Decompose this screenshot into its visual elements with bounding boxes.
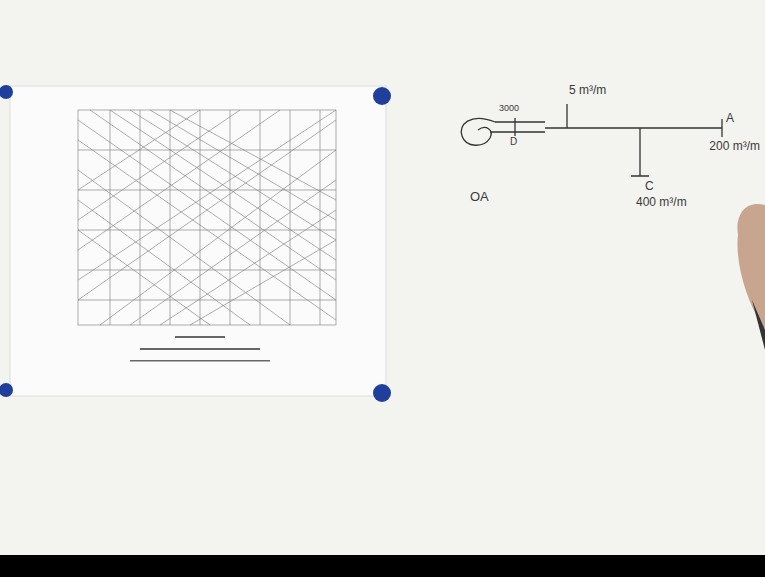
outlet-a xyxy=(721,119,722,137)
point-letter: OA xyxy=(470,190,489,204)
main-duct xyxy=(545,127,722,128)
point-letter: C xyxy=(645,180,654,193)
hand xyxy=(737,204,765,330)
point-letter: D xyxy=(510,136,517,147)
branch-b xyxy=(566,104,567,128)
branch-c xyxy=(631,128,649,176)
point-letter: A xyxy=(726,112,734,125)
chart-caption-lines xyxy=(130,336,270,362)
fan-outlet xyxy=(490,118,545,136)
moody-chart-grid xyxy=(78,110,336,325)
dimension: 3000 xyxy=(499,104,519,114)
magnets xyxy=(0,85,391,402)
black-bar xyxy=(0,555,765,577)
moody-chart-sheet xyxy=(10,86,386,396)
flow-rate: 400 m³/m xyxy=(636,196,687,209)
flow-rate: 200 m³/m xyxy=(709,140,760,153)
fan-symbol xyxy=(461,118,495,145)
whiteboard xyxy=(0,0,765,555)
duct-sketch xyxy=(461,104,722,176)
flow-rate: 5 m³/m xyxy=(569,84,606,97)
marker xyxy=(752,300,765,350)
